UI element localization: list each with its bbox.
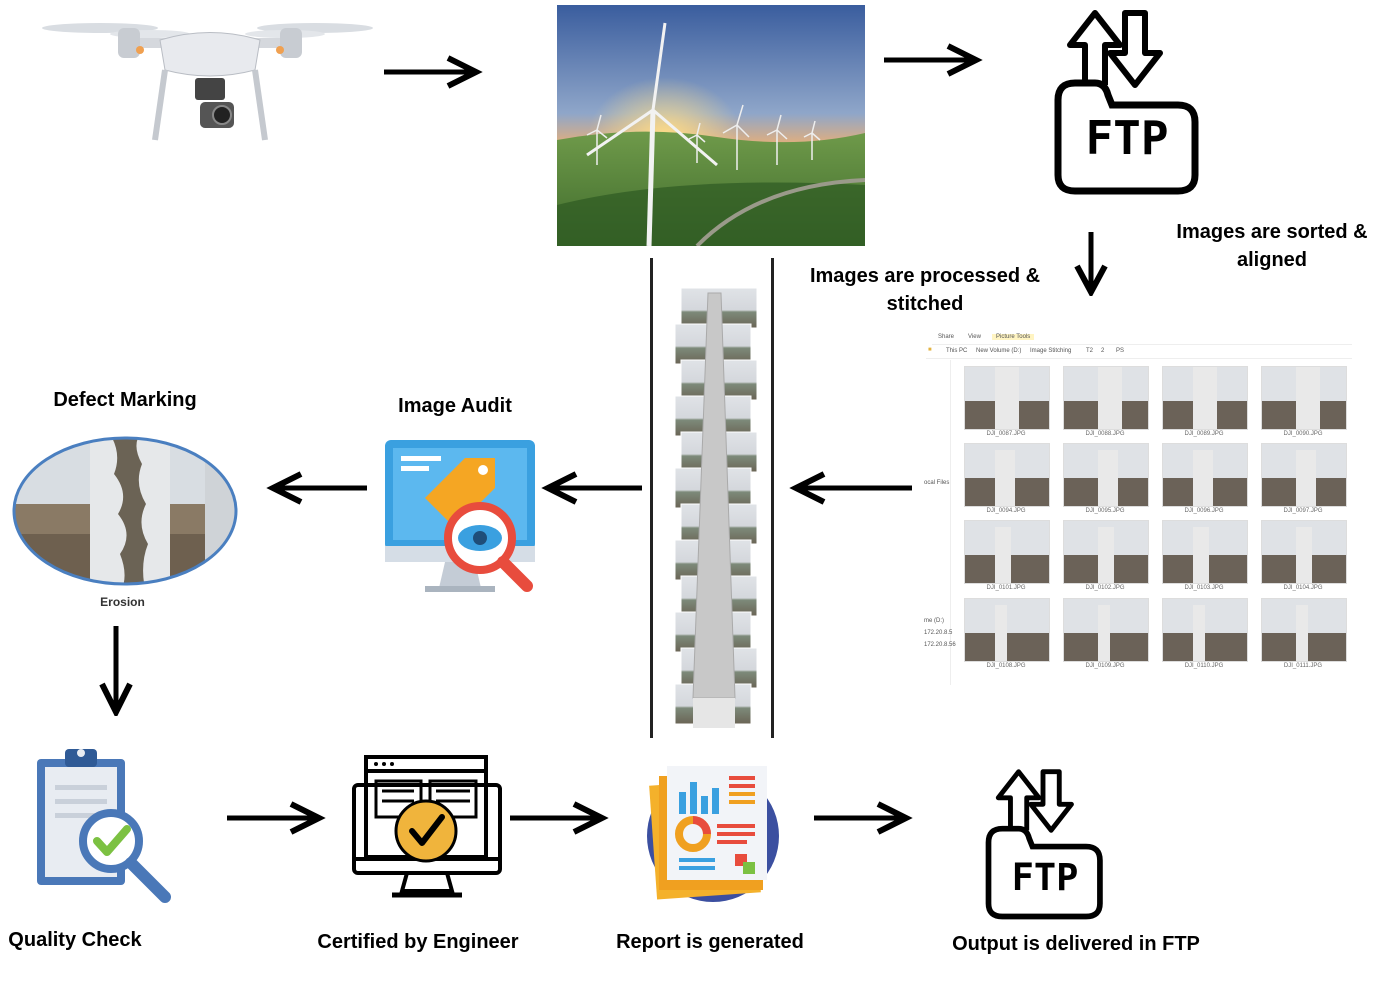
label-image-audit: Image Audit [398,395,512,417]
ftp-text-top: FTP [1085,111,1169,165]
wind-farm-photo [557,5,865,246]
label-sorted: Images are sorted & aligned [1176,221,1368,271]
arrow-right-icon [227,801,326,835]
label-erosion: Erosion [100,595,145,609]
arrow-right-icon [510,801,609,835]
explorer-path-bar: ■ This PC New Volume (D:) Image Stitchin… [926,346,1352,359]
file-explorer-screenshot: Share View Picture Tools ■ This PC New V… [922,330,1354,685]
thumbnail-image[interactable] [964,366,1050,430]
label-certified: Certified by Engineer [317,931,519,953]
thumbnail-image[interactable] [1162,366,1248,430]
thumbnail-image[interactable] [1261,598,1347,662]
ftp-output-icon [985,769,1103,920]
arrow-left-icon [789,471,912,505]
thumbnail-filename: DJI_0089.JPG [1184,431,1224,437]
thumbnail-image[interactable] [1063,598,1149,662]
thumbnail-image[interactable] [964,520,1050,584]
stitched-blade-graphic [674,287,758,728]
arrow-left-icon [541,471,642,505]
thumbnail-image[interactable] [1063,366,1149,430]
arrow-right-icon [814,801,913,835]
thumbnail-filename: DJI_0095.JPG [1085,508,1125,514]
thumbnail-filename: DJI_0110.JPG [1184,663,1224,669]
thumbnail-filename: DJI_0097.JPG [1283,508,1323,514]
explorer-ribbon: Share View Picture Tools [932,332,1352,345]
thumbnail-filename: DJI_0102.JPG [1085,585,1125,591]
thumbnail-image[interactable] [1063,443,1149,507]
arrow-right-icon [384,55,483,89]
thumbnail-image[interactable] [1261,443,1347,507]
thumbnail-image[interactable] [1162,443,1248,507]
thumbnail-filename: DJI_0103.JPG [1184,585,1224,591]
thumbnail-image[interactable] [964,598,1050,662]
thumbnail-image[interactable] [1162,520,1248,584]
thumbnail-filename: DJI_0101.JPG [986,585,1026,591]
thumbnail-filename: DJI_0104.JPG [1283,585,1323,591]
ftp-text-bottom: FTP [1011,856,1079,899]
folder-icon: ■ [928,347,932,353]
label-defect-marking: Defect Marking [53,389,197,411]
thumbnail-image[interactable] [1162,598,1248,662]
arrow-left-icon [266,471,367,505]
certified-engineer-icon [352,755,502,898]
drone-image [42,23,373,141]
thumbnail-filename: DJI_0088.JPG [1085,431,1125,437]
thumbnail-image[interactable] [1063,520,1149,584]
defect-erosion-image [12,436,238,586]
stitched-blade-image [650,258,774,738]
explorer-sidebar: ocal Files me (D:) 172.20.8.5 172.20.8.5… [922,360,956,685]
thumbnail-filename: DJI_0094.JPG [986,508,1026,514]
arrow-down-icon [1074,232,1108,296]
thumbnail-filename: DJI_0096.JPG [1184,508,1224,514]
label-quality-check: Quality Check [8,929,142,951]
thumbnail-filename: DJI_0108.JPG [986,663,1026,669]
ftp-icon [1054,10,1199,195]
image-audit-icon [385,440,535,592]
quality-check-icon [37,749,171,903]
label-report: Report is generated [616,931,804,953]
thumbnail-image[interactable] [964,443,1050,507]
thumbnail-filename: DJI_0111.JPG [1283,663,1323,669]
report-generated-icon [647,766,779,902]
arrow-down-icon [99,626,133,716]
thumbnail-filename: DJI_0087.JPG [986,431,1026,437]
label-processed: Images are processed & stitched [809,265,1041,315]
thumbnail-filename: DJI_0109.JPG [1085,663,1125,669]
thumbnail-image[interactable] [1261,366,1347,430]
label-output: Output is delivered in FTP [952,933,1200,955]
thumbnail-image[interactable] [1261,520,1347,584]
thumbnail-filename: DJI_0090.JPG [1283,431,1323,437]
arrow-right-icon [884,43,983,77]
